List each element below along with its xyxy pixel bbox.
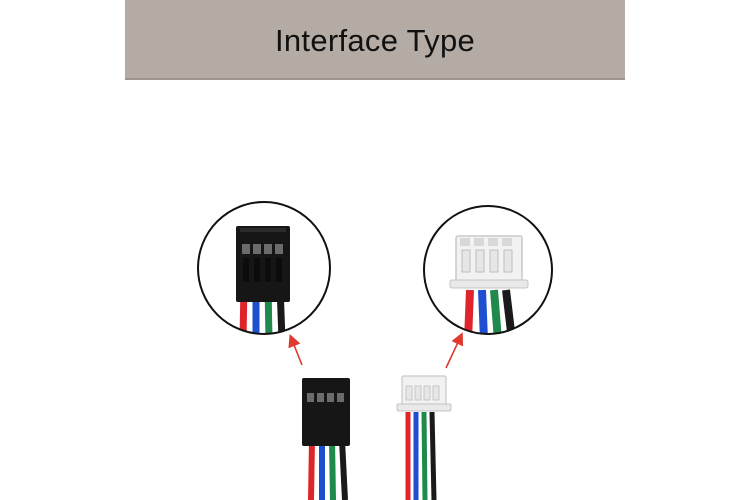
page-title: Interface Type [274, 23, 476, 58]
header-banner: Interface Type [125, 0, 625, 80]
arrow-left [288, 334, 303, 366]
dupont-connector [302, 378, 350, 500]
jst-zoom-circle [423, 205, 553, 335]
dupont-zoom-circle [197, 201, 331, 335]
arrow-right [445, 332, 464, 369]
jst-connector [396, 375, 452, 500]
